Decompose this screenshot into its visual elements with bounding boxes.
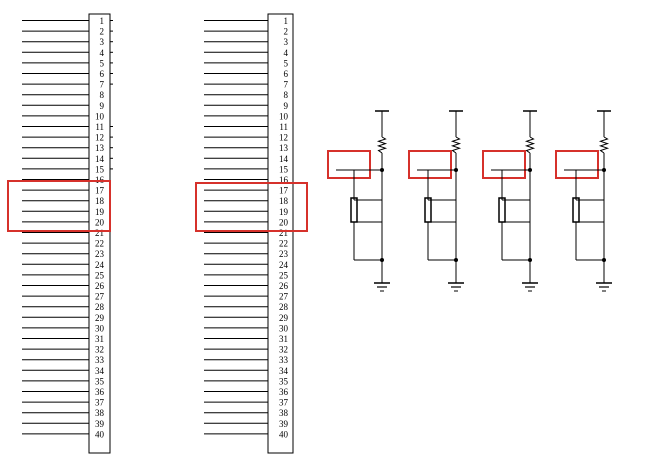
highlight-box-net: [327, 150, 371, 179]
j2-pin-number: 13: [279, 143, 289, 153]
j2-pin-number: 33: [279, 355, 289, 365]
j1-pin-number: 23: [95, 249, 105, 259]
j2-pin-number: 17: [279, 186, 289, 196]
j2-pin-number: 30: [279, 323, 289, 333]
j2-pin-number: 14: [279, 154, 289, 164]
j2-pin-number: 27: [279, 292, 289, 302]
j2-pin-number: 16: [279, 175, 289, 185]
j1-pin-number: 14: [95, 154, 105, 164]
j1-pin-number: 36: [95, 387, 105, 397]
j2-pin-number: 25: [279, 270, 289, 280]
j2-pin-number: 38: [279, 408, 289, 418]
j1-pin-number: 27: [95, 292, 105, 302]
j2-pin-number: 32: [279, 345, 288, 355]
j2-pin-number: 3: [284, 37, 289, 47]
pullup-resistor: [598, 136, 610, 154]
j2-pin-number: 4: [284, 48, 289, 58]
j1-pin-number: 10: [95, 111, 105, 121]
j1-pin-number: 5: [100, 58, 105, 68]
button-actuator: [572, 197, 580, 223]
highlight-box-net: [482, 150, 526, 179]
j1-pin-number: 9: [100, 101, 105, 111]
pullup-resistor: [524, 136, 536, 154]
j1-pin-number: 2: [100, 27, 105, 37]
pullup-resistor: [376, 136, 388, 154]
j1-pin-number: 7: [100, 80, 105, 90]
j1-pin-number: 19: [95, 207, 105, 217]
j2-pin-number: 35: [279, 376, 289, 386]
j1-pin-number: 39: [95, 419, 105, 429]
j1-pin-number: 13: [95, 143, 105, 153]
highlight-box-net: [408, 150, 452, 179]
j2-pin-number: 28: [279, 302, 289, 312]
j1-pin-number: 22: [95, 239, 104, 249]
connector-j2-body: [267, 13, 294, 454]
j1-pin-number: 15: [95, 164, 105, 174]
j1-pin-number: 6: [100, 69, 105, 79]
j2-pin-number: 2: [284, 27, 289, 37]
j1-pin-number: 3: [100, 37, 105, 47]
j1-pin-number: 21: [95, 228, 104, 238]
j1-pin-number: 24: [95, 260, 105, 270]
j2-pin-number: 10: [279, 111, 289, 121]
j2-pin-number: 19: [279, 207, 289, 217]
j1-pin-number: 34: [95, 366, 105, 376]
button-actuator: [350, 197, 358, 223]
j1-pin-number: 8: [100, 90, 105, 100]
j1-pin-number: 29: [95, 313, 105, 323]
pullup-resistor: [450, 136, 462, 154]
j2-pin-number: 36: [279, 387, 289, 397]
j1-pin-number: 20: [95, 217, 105, 227]
j2-pin-number: 22: [279, 239, 288, 249]
j2-pin-number: 23: [279, 249, 289, 259]
highlight-box-j1-keys: [7, 180, 111, 232]
j1-pin-number: 30: [95, 323, 105, 333]
j2-pin-number: 7: [284, 80, 289, 90]
j2-pin-number: 18: [279, 196, 289, 206]
button-actuator: [498, 197, 506, 223]
j1-pin-number: 28: [95, 302, 105, 312]
j1-pin-number: 26: [95, 281, 105, 291]
j2-pin-number: 6: [284, 69, 289, 79]
j2-pin-number: 5: [284, 58, 289, 68]
j1-pin-number: 25: [95, 270, 105, 280]
j1-pin-number: 12: [95, 133, 104, 143]
j1-pin-number: 38: [95, 408, 105, 418]
j1-pin-number: 4: [100, 48, 105, 58]
j2-pin-number: 39: [279, 419, 289, 429]
j1-pin-number: 18: [95, 196, 105, 206]
j2-pin-number: 29: [279, 313, 289, 323]
j2-pin-number: 8: [284, 90, 289, 100]
j2-pin-number: 11: [279, 122, 288, 132]
j2-pin-number: 40: [279, 429, 289, 439]
connector-j1-body: [88, 13, 111, 454]
j2-pin-number: 26: [279, 281, 289, 291]
j2-pin-number: 24: [279, 260, 289, 270]
j2-pin-number: 9: [284, 101, 289, 111]
button-actuator: [424, 197, 432, 223]
j2-pin-number: 12: [279, 133, 288, 143]
j2-pin-number: 37: [279, 398, 289, 408]
j1-pin-number: 40: [95, 429, 105, 439]
j1-pin-number: 1: [100, 16, 105, 26]
j2-pin-number: 20: [279, 217, 289, 227]
j1-pin-number: 11: [95, 122, 104, 132]
j2-pin-number: 1: [284, 16, 289, 26]
highlight-box-j2-keys: [195, 182, 308, 232]
j1-pin-number: 17: [95, 186, 105, 196]
j1-pin-number: 37: [95, 398, 105, 408]
j2-pin-number: 15: [279, 164, 289, 174]
j1-pin-number: 33: [95, 355, 105, 365]
highlight-box-net: [555, 150, 599, 179]
j2-pin-number: 34: [279, 366, 289, 376]
j1-pin-number: 35: [95, 376, 105, 386]
j1-pin-number: 32: [95, 345, 104, 355]
j2-pin-number: 21: [279, 228, 288, 238]
j1-pin-number: 31: [95, 334, 104, 344]
j2-pin-number: 31: [279, 334, 288, 344]
